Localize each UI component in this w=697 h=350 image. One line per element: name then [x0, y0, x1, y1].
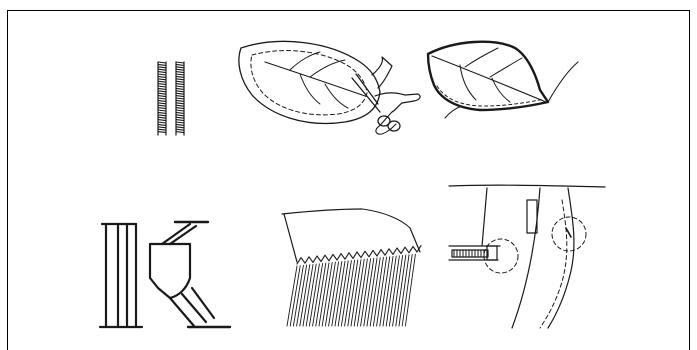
- diagonal-strap: [162, 224, 196, 244]
- satin-stitch: [158, 105, 166, 106]
- satin-stitch: [176, 112, 184, 113]
- satin-stitch: [158, 108, 166, 109]
- stem-line: [548, 62, 578, 102]
- satin-stitch: [158, 98, 166, 99]
- satin-stitch: [176, 81, 184, 82]
- leaf-outline-outer: [239, 41, 380, 123]
- topstitch-line: [540, 200, 567, 328]
- pocket-bar-tacks-panel: [449, 185, 605, 328]
- fabric-fold-line: [362, 209, 410, 228]
- satin-stitch: [176, 105, 184, 106]
- satin-stitch: [158, 127, 166, 128]
- leaf-outline-stitching: [251, 51, 367, 115]
- leaf-applique-finished-panel: [428, 42, 578, 118]
- fringe-threads: [287, 254, 415, 326]
- bar-tack-stitch-panel: [158, 62, 184, 135]
- satin-stitch: [176, 115, 184, 116]
- satin-stitch: [176, 84, 184, 85]
- satin-stitch: [176, 76, 184, 77]
- satin-stitch: [176, 69, 184, 70]
- satin-stitch: [176, 100, 184, 101]
- satin-stitch: [158, 132, 166, 133]
- satin-stitch: [158, 74, 166, 75]
- satin-stitch: [176, 122, 184, 123]
- satin-stitch: [176, 79, 184, 80]
- satin-stitch: [158, 67, 166, 68]
- satin-stitch: [158, 110, 166, 111]
- satin-stitch: [176, 67, 184, 68]
- leaf-vein: [490, 58, 522, 77]
- satin-stitch: [158, 76, 166, 77]
- hand-outline: [375, 93, 420, 112]
- detail-circle: [484, 239, 518, 273]
- leaf-vein: [465, 48, 498, 67]
- satin-stitch: [158, 88, 166, 89]
- satin-stitch: [158, 129, 166, 130]
- satin-stitch: [158, 120, 166, 121]
- satin-stitch: [176, 96, 184, 97]
- satin-stitch: [176, 93, 184, 94]
- satin-stitch: [176, 72, 184, 73]
- satin-stitch: [176, 98, 184, 99]
- garment-seam: [482, 188, 487, 246]
- scissors-icon: [352, 74, 400, 131]
- satin-stitch: [158, 91, 166, 92]
- satin-stitch: [176, 117, 184, 118]
- bar-tack-stitch-marks: [454, 250, 484, 257]
- leaf-base-curve: [445, 106, 462, 118]
- satin-stitch: [176, 120, 184, 121]
- leaf-vein: [492, 78, 510, 102]
- satin-stitch: [158, 115, 166, 116]
- satin-stitch: [176, 64, 184, 65]
- satin-stitch: [158, 69, 166, 70]
- sewing-illustration-sheet: [0, 0, 697, 338]
- satin-stitch: [158, 86, 166, 87]
- zigzag-stitch-band: [297, 246, 421, 264]
- satin-stitch: [158, 93, 166, 94]
- front-edge-line: [512, 188, 540, 328]
- satin-stitch: [176, 124, 184, 125]
- fabric-flap: [372, 57, 392, 88]
- satin-stitch: [158, 81, 166, 82]
- leaf-outline-finished: [428, 42, 548, 110]
- bar-tack-left: [158, 62, 166, 135]
- satin-stitch: [158, 79, 166, 80]
- satin-stitch: [176, 91, 184, 92]
- satin-stitch: [158, 64, 166, 65]
- satin-stitch: [176, 88, 184, 89]
- satin-stitch: [158, 124, 166, 125]
- leaf-applique-trimming-panel: [239, 41, 420, 134]
- pocket-shield-outline: [150, 244, 190, 298]
- satin-stitch: [176, 62, 184, 63]
- satin-stitch: [158, 96, 166, 97]
- fabric-left-edge: [284, 214, 297, 262]
- satin-stitch: [176, 110, 184, 111]
- fringe-hem-panel: [282, 209, 421, 326]
- satin-stitch: [176, 74, 184, 75]
- satin-stitch: [176, 103, 184, 104]
- satin-stitch: [158, 72, 166, 73]
- fabric-top-edge: [282, 209, 362, 214]
- satin-stitch: [176, 86, 184, 87]
- satin-stitch: [176, 132, 184, 133]
- leaf-vein: [300, 74, 320, 104]
- satin-stitch: [176, 108, 184, 109]
- waistband-line: [449, 185, 605, 187]
- leaf-vein: [325, 84, 348, 108]
- satin-stitch: [158, 112, 166, 113]
- satin-stitch: [158, 62, 166, 63]
- bar-tack-right: [176, 62, 184, 135]
- satin-stitch: [158, 117, 166, 118]
- side-seam-line: [548, 188, 574, 328]
- satin-stitch: [158, 100, 166, 101]
- lower-diagonal-strap: [170, 288, 214, 326]
- satin-stitch: [158, 84, 166, 85]
- satin-stitch: [158, 122, 166, 123]
- bar-tack-reinforcement-panel: [100, 222, 230, 327]
- satin-stitch: [176, 127, 184, 128]
- leaf-vein: [290, 52, 320, 70]
- satin-stitch: [176, 129, 184, 130]
- satin-stitch: [158, 103, 166, 104]
- leaf-vein: [310, 60, 345, 77]
